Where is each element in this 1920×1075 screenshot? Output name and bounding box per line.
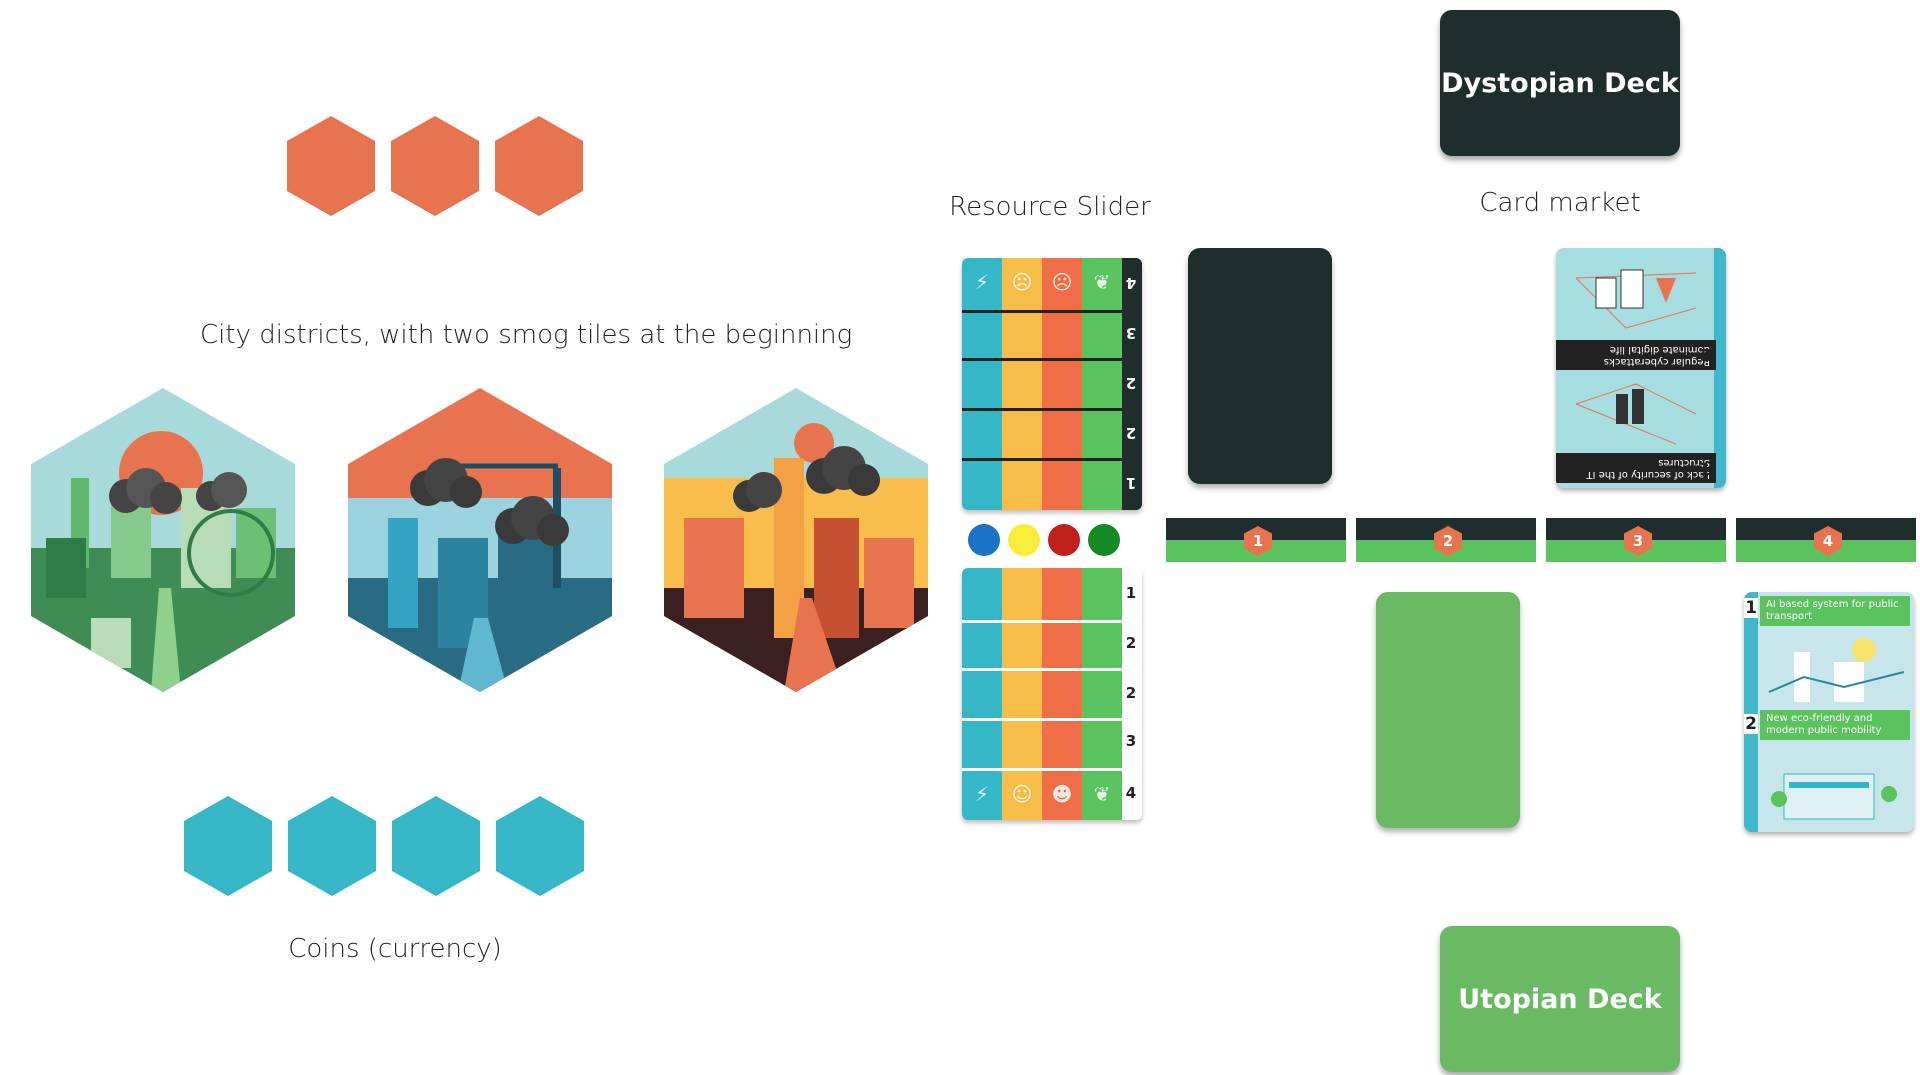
smog-tile[interactable]: [495, 116, 583, 216]
energy-resource-token[interactable]: [968, 524, 1000, 556]
smiley-icon: ☺: [1011, 782, 1033, 806]
dystopian-card-back[interactable]: [1188, 248, 1332, 484]
slider-level-number: 3: [1125, 324, 1137, 342]
slider-level-number: 2: [1125, 684, 1137, 702]
city-districts-label: City districts, with two smog tiles at t…: [200, 320, 853, 350]
resource-slider-top[interactable]: ⚡ ☹ ☹ ❦ 4 3 2 2 1: [962, 258, 1142, 510]
slider-level-number: 2: [1125, 634, 1137, 652]
slider-level-number: 2: [1125, 424, 1137, 442]
market-track-slot-4[interactable]: 4: [1736, 518, 1916, 562]
utopian-deck[interactable]: Utopian Deck: [1440, 926, 1680, 1072]
dystopian-market-card[interactable]: Regular cyberattacks dominate digital li…: [1556, 248, 1726, 488]
card-tier-number: 1: [1744, 598, 1758, 618]
card-tier-number: 2: [1744, 714, 1758, 734]
smog-tile[interactable]: [287, 116, 375, 216]
district-tile-blue[interactable]: [348, 388, 612, 692]
card-effect-text: AI based system for public transport: [1760, 596, 1910, 626]
market-track-slot-1[interactable]: 1: [1166, 518, 1346, 562]
health-resource-token[interactable]: [1048, 524, 1080, 556]
happiness-resource-token[interactable]: [1008, 524, 1040, 556]
card-effect-text: Lack of security of the IT Structures: [1556, 453, 1716, 483]
nature-resource-token[interactable]: [1088, 524, 1120, 556]
card-effect-text: New eco-friendly and modern public mobil…: [1760, 710, 1910, 740]
coin[interactable]: [496, 796, 584, 896]
slider-level-number: 1: [1125, 474, 1137, 492]
card-tier-number: 1: [1699, 460, 1711, 480]
smog-tile[interactable]: [391, 116, 479, 216]
market-track-slot-2[interactable]: 2: [1356, 518, 1536, 562]
slider-level-number: 4: [1125, 274, 1137, 292]
card-effect-text: Regular cyberattacks dominate digital li…: [1556, 340, 1716, 370]
coin[interactable]: [184, 796, 272, 896]
resource-slider-bottom[interactable]: 1 2 2 3 4 ⚡ ☺ ☻ ❦: [962, 568, 1142, 820]
coins-label: Coins (currency): [288, 934, 502, 964]
slider-level-number: 3: [1125, 732, 1137, 750]
coin[interactable]: [288, 796, 376, 896]
leaf-icon: ❦: [1093, 782, 1111, 806]
resource-slider-label: Resource Slider: [949, 192, 1151, 222]
slider-level-number: 4: [1125, 784, 1137, 802]
leaf-icon: ❦: [1093, 270, 1111, 294]
angry-smiley-icon: ☹: [1051, 270, 1073, 294]
lightning-icon: ⚡: [974, 270, 990, 294]
slider-level-number: 1: [1125, 584, 1137, 602]
utopian-card-back[interactable]: [1376, 592, 1520, 828]
slider-level-number: 2: [1125, 374, 1137, 392]
coin[interactable]: [392, 796, 480, 896]
happy-smiley-icon: ☻: [1051, 782, 1073, 806]
district-tile-green[interactable]: [31, 388, 295, 692]
district-tile-orange[interactable]: [664, 388, 928, 692]
lightning-icon: ⚡: [974, 782, 990, 806]
card-market-label: Card market: [1479, 188, 1641, 218]
utopian-market-card[interactable]: 1 AI based system for public transport 2…: [1744, 592, 1914, 832]
market-track-slot-3[interactable]: 3: [1546, 518, 1726, 562]
dystopian-deck[interactable]: Dystopian Deck: [1440, 10, 1680, 156]
card-tier-number: 2: [1699, 344, 1711, 364]
sad-smiley-icon: ☹: [1011, 270, 1033, 294]
